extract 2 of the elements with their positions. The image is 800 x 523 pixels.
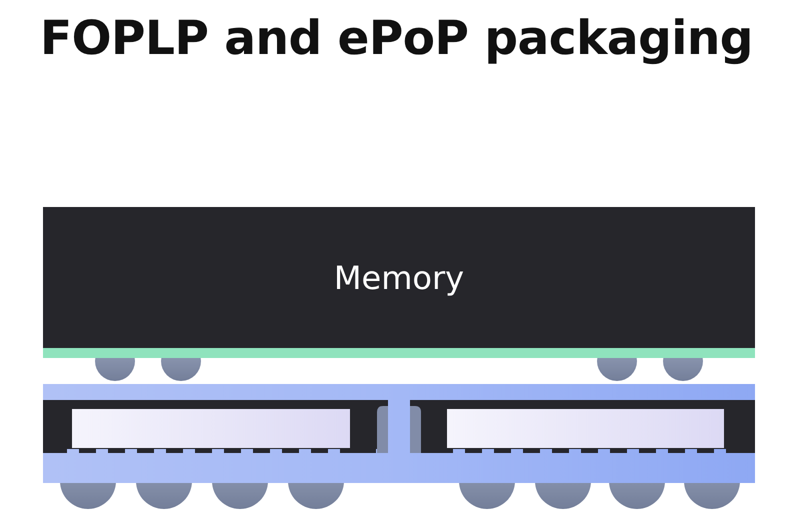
title: FOPLP and ePoP packaging xyxy=(40,10,753,68)
memory-die: Memory xyxy=(43,207,755,348)
